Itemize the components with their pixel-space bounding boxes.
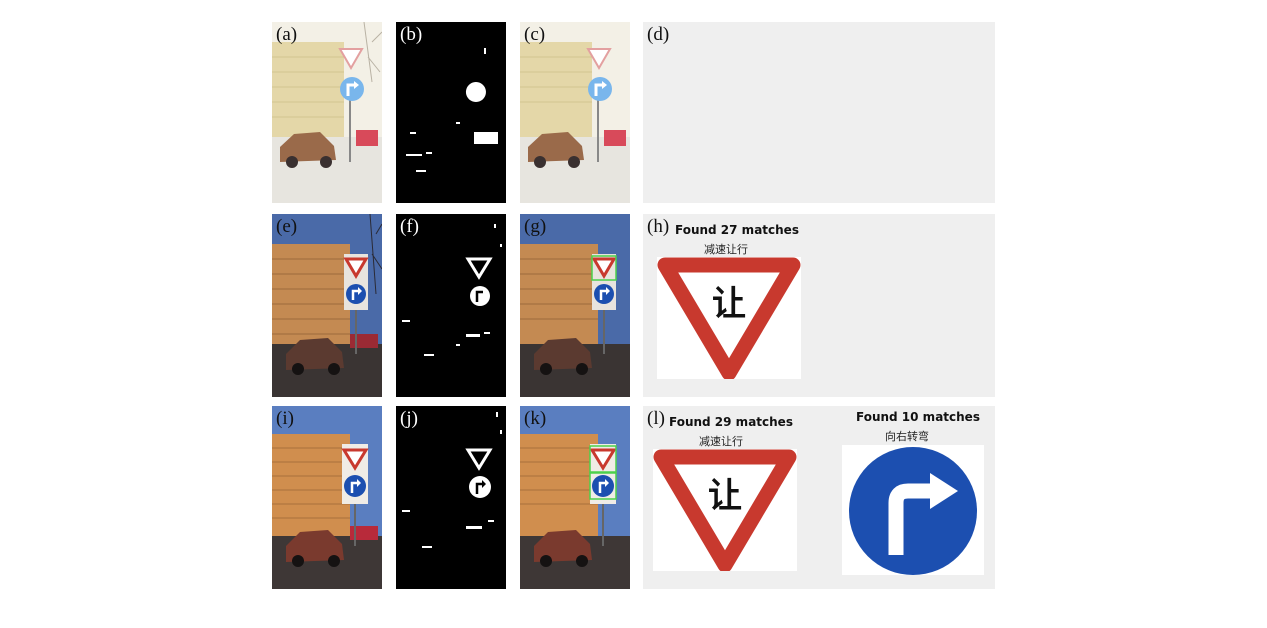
street-photo-overexposed bbox=[520, 22, 630, 203]
panel-label: (f) bbox=[400, 216, 419, 237]
panel-k: (k) bbox=[520, 406, 630, 589]
panel-label: (g) bbox=[524, 216, 547, 237]
panel-label: (k) bbox=[524, 408, 547, 429]
panel-c: (c) bbox=[520, 22, 630, 203]
panel-label: (e) bbox=[276, 216, 298, 237]
panel-label: (i) bbox=[276, 408, 294, 429]
panel-h: (h) Found 27 matches 减速让行 让 bbox=[643, 214, 995, 397]
sign-name: 减速让行 bbox=[699, 435, 743, 448]
panel-label: (l) bbox=[647, 408, 665, 429]
street-photo-overexposed bbox=[272, 22, 382, 203]
panel-label: (c) bbox=[524, 24, 546, 45]
binary-mask bbox=[402, 412, 502, 548]
panel-label: (b) bbox=[400, 24, 423, 45]
panel-d: (d) bbox=[643, 22, 995, 203]
street-photo-dusk bbox=[272, 214, 382, 397]
match-count-2: Found 10 matches bbox=[856, 410, 980, 424]
panel-l: (l) Found 29 matches 减速让行 让 Found 10 mat… bbox=[643, 406, 995, 589]
panel-label: (a) bbox=[276, 24, 298, 45]
street-photo-enhanced bbox=[272, 406, 382, 589]
panel-label: (j) bbox=[400, 408, 418, 429]
panel-label: (d) bbox=[647, 24, 670, 45]
panel-a: (a) bbox=[272, 22, 382, 203]
yield-sign-char: 让 bbox=[708, 476, 742, 516]
panel-label: (h) bbox=[647, 216, 670, 237]
panel-e: (e) bbox=[272, 214, 382, 397]
sign-name-2: 向右转弯 bbox=[885, 430, 929, 443]
turn-right-sign-icon bbox=[842, 445, 984, 575]
binary-mask bbox=[402, 224, 502, 356]
yield-sign-char: 让 bbox=[712, 284, 746, 324]
panel-g: (g) bbox=[520, 214, 630, 397]
panel-f: (f) bbox=[396, 214, 506, 397]
match-count: Found 27 matches bbox=[675, 223, 799, 237]
yield-sign-icon: 让 bbox=[657, 257, 801, 381]
match-count: Found 29 matches bbox=[669, 415, 793, 429]
panel-b: (b) bbox=[396, 22, 506, 203]
street-photo-dusk-detected bbox=[520, 214, 630, 397]
panel-j: (j) bbox=[396, 406, 506, 589]
panel-i: (i) bbox=[272, 406, 382, 589]
sign-name: 减速让行 bbox=[704, 243, 748, 256]
yield-sign-icon: 让 bbox=[653, 449, 797, 573]
street-photo-enhanced-detected bbox=[520, 406, 630, 589]
binary-mask bbox=[406, 48, 498, 172]
